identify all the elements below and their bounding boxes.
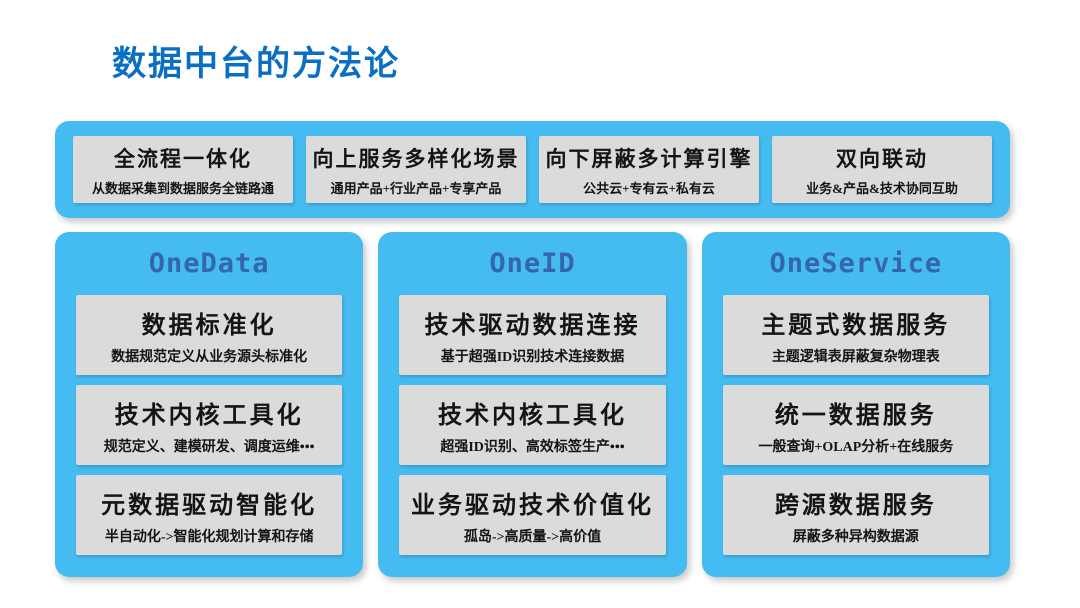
method-card-subtitle: 半自动化->智能化规划计算和存储 xyxy=(104,529,314,545)
strategy-card-downward-engines: 向下屏蔽多计算引擎 公共云+专有云+私有云 xyxy=(539,136,759,203)
method-card: 技术驱动数据连接 基于超强ID识别技术连接数据 xyxy=(399,295,666,375)
method-card-subtitle: 基于超强ID识别技术连接数据 xyxy=(440,349,625,365)
strategy-card-title: 向下屏蔽多计算引擎 xyxy=(545,146,753,171)
method-card-subtitle: 孤岛->高质量->高价值 xyxy=(463,529,602,545)
method-card-title: 技术内核工具化 xyxy=(114,402,304,429)
strategy-card-title: 向上服务多样化场景 xyxy=(312,146,520,171)
strategy-card-subtitle: 从数据采集到数据服务全链路通 xyxy=(91,180,274,196)
strategy-card-bidirectional: 双向联动 业务&产品&技术协同互助 xyxy=(772,136,992,203)
strategy-card-subtitle: 业务&产品&技术协同互助 xyxy=(806,180,958,196)
method-card-title: 数据标准化 xyxy=(141,312,277,339)
method-card: 元数据驱动智能化 半自动化->智能化规划计算和存储 xyxy=(76,475,343,555)
method-card-title: 元数据驱动智能化 xyxy=(101,492,318,519)
strategy-card-upward-scenes: 向上服务多样化场景 通用产品+行业产品+专享产品 xyxy=(306,136,526,203)
method-card: 主题式数据服务 主题逻辑表屏蔽复杂物理表 xyxy=(722,295,989,375)
method-card: 技术内核工具化 超强ID识别、高效标签生产••• xyxy=(399,385,666,465)
pillars-row: OneData 数据标准化 数据规范定义从业务源头标准化 技术内核工具化 规范定… xyxy=(55,232,1010,577)
method-card-subtitle: 规范定义、建模研发、调度运维••• xyxy=(103,439,315,455)
pillar-oneid-header: OneID xyxy=(489,248,576,279)
pillar-oneservice: OneService 主题式数据服务 主题逻辑表屏蔽复杂物理表 统一数据服务 一… xyxy=(701,232,1010,577)
method-card-title: 技术驱动数据连接 xyxy=(424,312,641,339)
method-card-title: 统一数据服务 xyxy=(774,402,937,429)
method-card-title: 主题式数据服务 xyxy=(761,312,951,339)
strategy-card-subtitle: 通用产品+行业产品+专享产品 xyxy=(330,180,502,196)
method-card-title: 业务驱动技术价值化 xyxy=(410,492,654,519)
method-card-subtitle: 超强ID识别、高效标签生产••• xyxy=(440,439,625,455)
method-card-subtitle: 屏蔽多种异构数据源 xyxy=(792,529,919,545)
top-strategy-bar: 全流程一体化 从数据采集到数据服务全链路通 向上服务多样化场景 通用产品+行业产… xyxy=(55,121,1010,218)
method-card: 数据标准化 数据规范定义从业务源头标准化 xyxy=(76,295,343,375)
pillar-oneservice-header: OneService xyxy=(769,248,943,279)
pillar-oneid: OneID 技术驱动数据连接 基于超强ID识别技术连接数据 技术内核工具化 超强… xyxy=(378,232,687,577)
method-card: 业务驱动技术价值化 孤岛->高质量->高价值 xyxy=(399,475,666,555)
pillar-onedata-header: OneData xyxy=(148,248,270,279)
strategy-card-title: 全流程一体化 xyxy=(114,146,252,171)
method-card-subtitle: 一般查询+OLAP分析+在线服务 xyxy=(758,439,954,455)
strategy-card-fullprocess: 全流程一体化 从数据采集到数据服务全链路通 xyxy=(73,136,293,203)
method-card: 技术内核工具化 规范定义、建模研发、调度运维••• xyxy=(76,385,343,465)
method-card-subtitle: 数据规范定义从业务源头标准化 xyxy=(111,349,308,365)
method-card-title: 跨源数据服务 xyxy=(774,492,937,519)
method-card: 跨源数据服务 屏蔽多种异构数据源 xyxy=(722,475,989,555)
method-card: 统一数据服务 一般查询+OLAP分析+在线服务 xyxy=(722,385,989,465)
method-card-subtitle: 主题逻辑表屏蔽复杂物理表 xyxy=(771,349,940,365)
page-title: 数据中台的方法论 xyxy=(112,45,400,83)
pillar-onedata: OneData 数据标准化 数据规范定义从业务源头标准化 技术内核工具化 规范定… xyxy=(55,232,364,577)
strategy-card-title: 双向联动 xyxy=(836,146,928,171)
method-card-title: 技术内核工具化 xyxy=(437,402,627,429)
strategy-card-subtitle: 公共云+专有云+私有云 xyxy=(583,180,715,196)
